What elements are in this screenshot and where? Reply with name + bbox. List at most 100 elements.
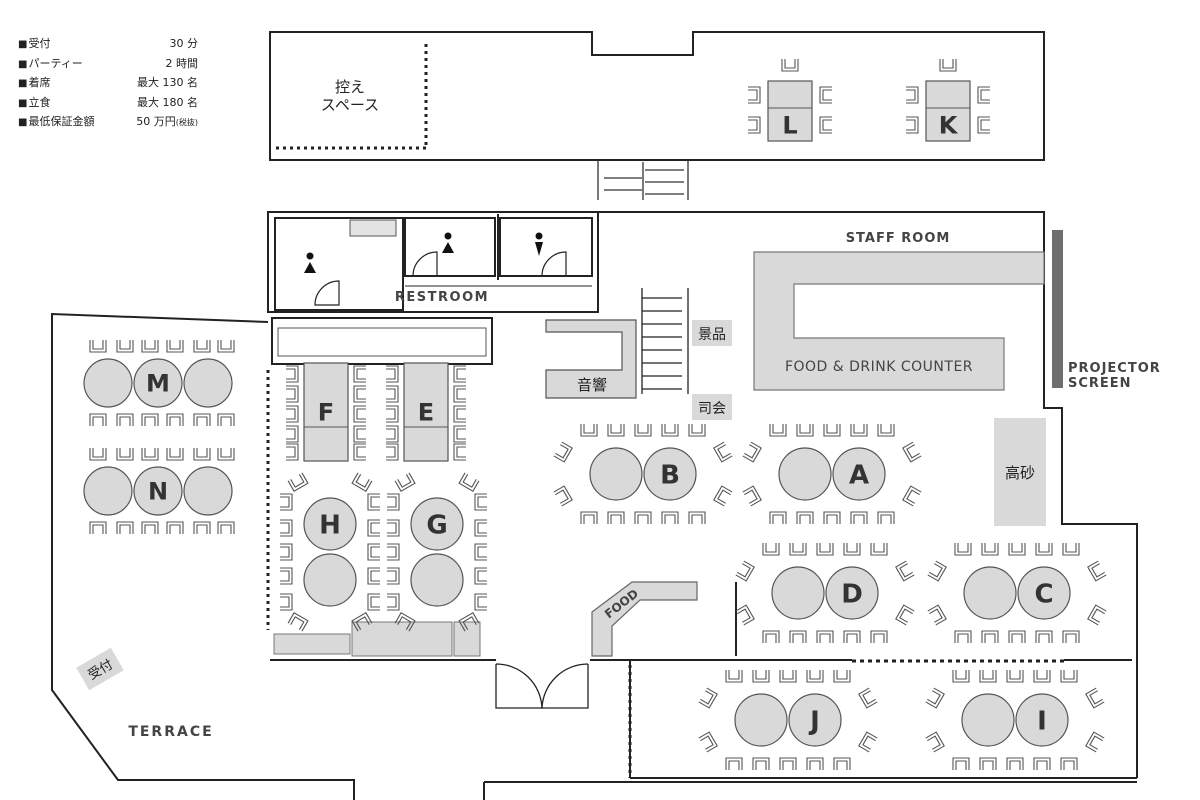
chair — [816, 630, 834, 643]
chair — [1085, 731, 1105, 753]
chair — [1060, 757, 1078, 770]
chair — [553, 441, 573, 463]
chair — [713, 441, 733, 463]
chair — [819, 86, 832, 104]
chair — [193, 340, 211, 353]
chair — [280, 593, 293, 611]
terrace-label: TERRACE — [128, 724, 213, 740]
chair — [742, 485, 762, 507]
chair — [453, 405, 466, 423]
chair — [387, 519, 400, 537]
chair — [769, 424, 787, 437]
chair — [979, 757, 997, 770]
chair — [752, 670, 770, 683]
chair — [474, 567, 487, 585]
chair — [280, 543, 293, 561]
chair — [895, 560, 915, 582]
chair — [661, 424, 679, 437]
chair — [977, 116, 990, 134]
chair — [1035, 630, 1053, 643]
chair — [353, 405, 366, 423]
prizes-label: 景品 — [698, 327, 726, 343]
chair — [280, 519, 293, 537]
sound-label: 音響 — [577, 376, 607, 394]
table-d: D — [735, 543, 915, 643]
chair — [607, 424, 625, 437]
chair — [386, 385, 399, 403]
chair — [698, 731, 718, 753]
projector-screen — [1052, 230, 1063, 388]
chair — [367, 543, 380, 561]
chair — [386, 443, 399, 461]
table-label-d: D — [841, 579, 863, 609]
entrance-doors — [495, 663, 589, 709]
chair — [367, 593, 380, 611]
stage-stairs — [641, 288, 689, 394]
chair — [1035, 543, 1053, 556]
chair — [116, 340, 134, 353]
chair — [387, 493, 400, 511]
chair — [796, 511, 814, 524]
chair — [870, 630, 888, 643]
chair — [981, 543, 999, 556]
chair — [819, 116, 832, 134]
chair — [351, 612, 373, 632]
chair — [386, 405, 399, 423]
table-c: C — [927, 543, 1107, 643]
chair — [939, 59, 957, 72]
food-drink-counter-label: FOOD & DRINK COUNTER — [785, 359, 973, 375]
table-b: B — [553, 424, 733, 524]
chair — [141, 413, 159, 426]
table-label-a: A — [849, 460, 869, 490]
mc-label: 司会 — [698, 401, 726, 417]
chair — [877, 424, 895, 437]
chair — [193, 448, 211, 461]
chair — [116, 413, 134, 426]
table-label-n: N — [148, 478, 168, 506]
chair — [217, 448, 235, 461]
head-table — [994, 418, 1046, 526]
chair — [925, 731, 945, 753]
chair — [141, 448, 159, 461]
chair — [353, 365, 366, 383]
chair — [474, 593, 487, 611]
chair — [688, 424, 706, 437]
chair — [474, 493, 487, 511]
chair — [634, 424, 652, 437]
staff-room-label: STAFF ROOM — [846, 231, 951, 246]
chair — [762, 630, 780, 643]
restroom-icons — [304, 232, 543, 273]
chair — [367, 519, 380, 537]
chair — [387, 593, 400, 611]
chair — [89, 521, 107, 534]
mc-box — [692, 394, 732, 420]
table-label-c: C — [1034, 579, 1053, 609]
chair — [553, 485, 573, 507]
chair — [351, 472, 373, 492]
chair — [906, 86, 919, 104]
chair — [979, 670, 997, 683]
chair — [193, 521, 211, 534]
table-i: I — [925, 670, 1105, 770]
table-g: G — [387, 472, 487, 632]
head-table-label: 高砂 — [1005, 464, 1035, 482]
chair — [781, 59, 799, 72]
chair — [286, 443, 299, 461]
chair — [742, 441, 762, 463]
chair — [1087, 604, 1107, 626]
table-label-m: M — [146, 370, 170, 398]
chair — [806, 670, 824, 683]
chair — [843, 630, 861, 643]
table-label-h: H — [319, 510, 341, 540]
chair — [353, 385, 366, 403]
chair — [286, 365, 299, 383]
table-m: M — [83, 340, 235, 426]
chair — [607, 511, 625, 524]
chair — [1033, 670, 1051, 683]
chair — [1062, 543, 1080, 556]
chair — [1060, 670, 1078, 683]
